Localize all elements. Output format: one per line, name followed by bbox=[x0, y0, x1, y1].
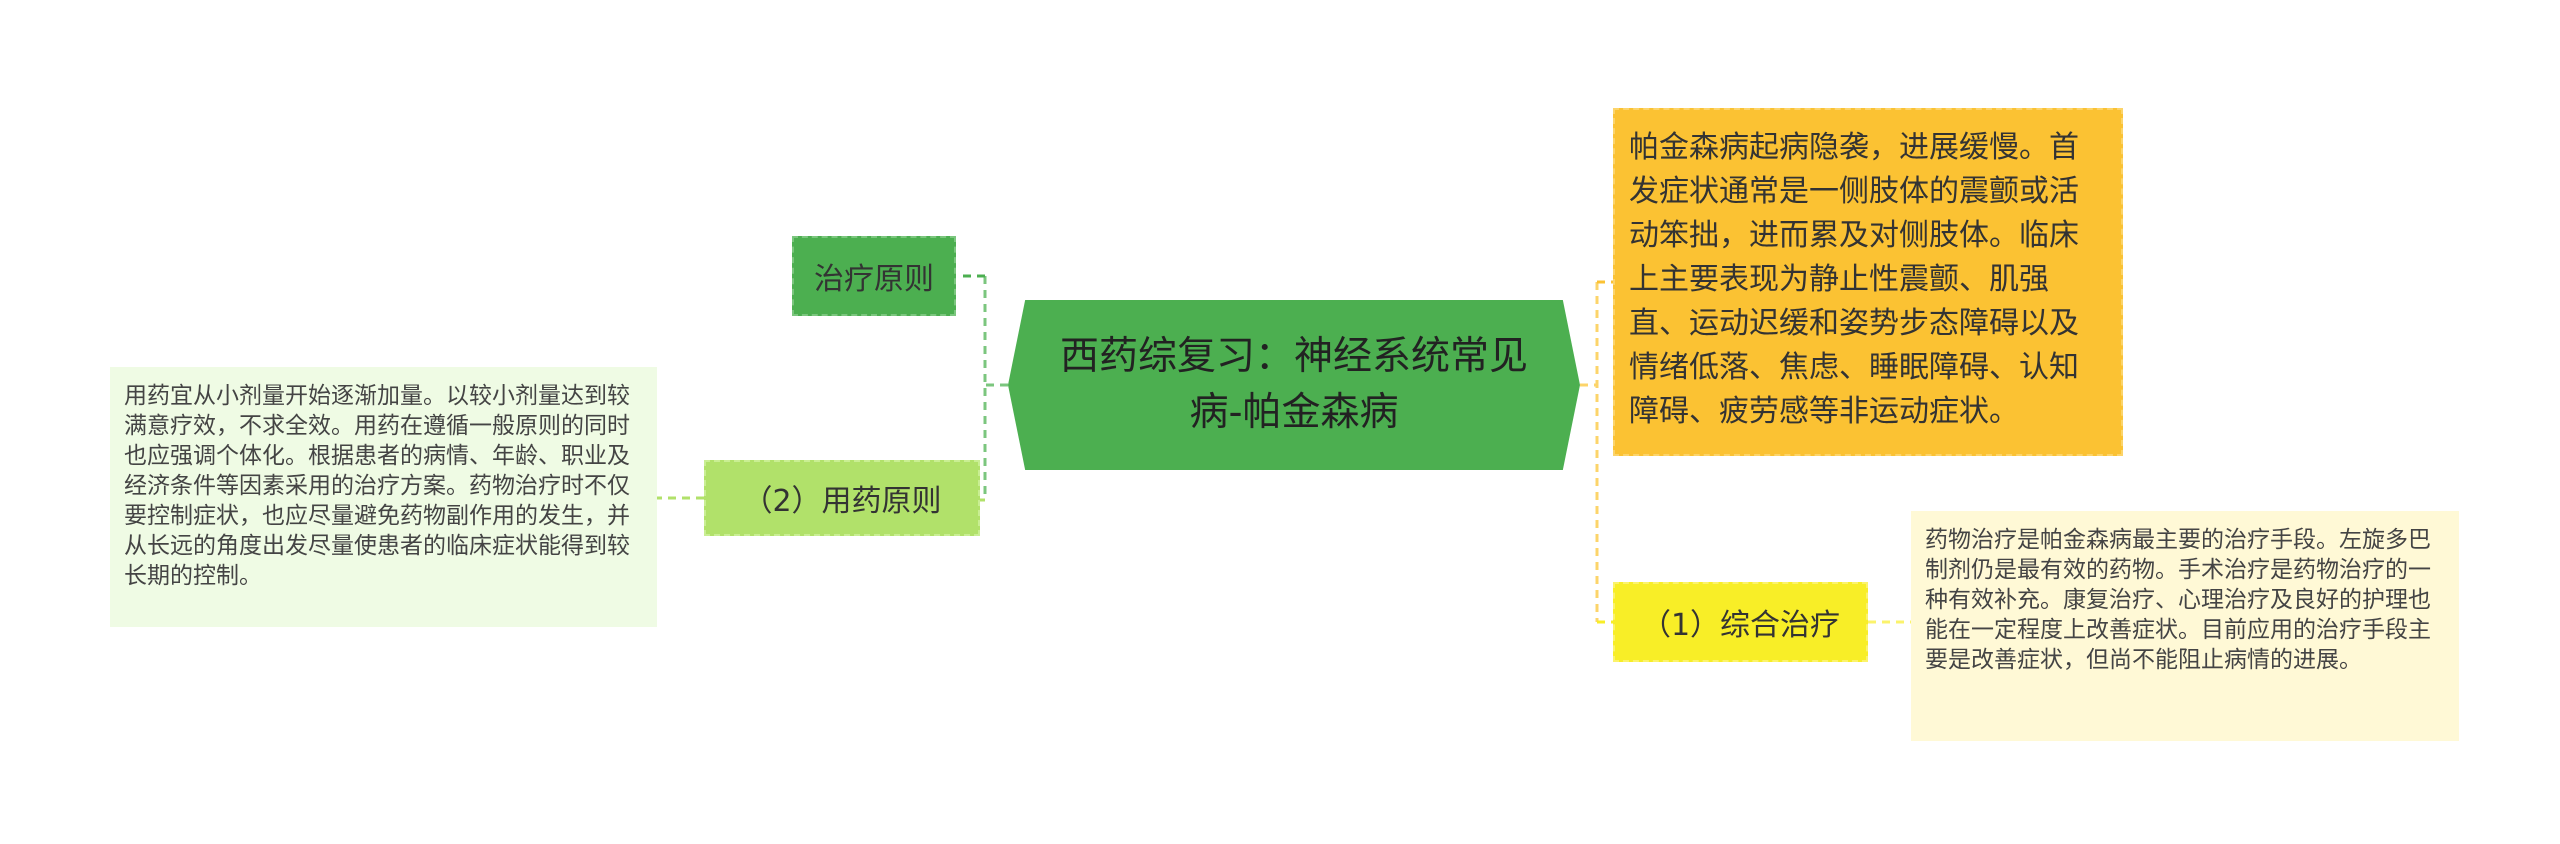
connector-root-right-trunk bbox=[1580, 282, 1599, 622]
medication-principle-detail[interactable]: 用药宜从小剂量开始逐渐加量。以较小剂量达到较满意疗效，不求全效。用药在遵循一般原… bbox=[110, 367, 657, 627]
medication-principle-detail-text: 用药宜从小剂量开始逐渐加量。以较小剂量达到较满意疗效，不求全效。用药在遵循一般原… bbox=[124, 383, 630, 589]
branch-treatment-principle[interactable]: 治疗原则 bbox=[792, 236, 956, 316]
branch-comprehensive-treatment-label: （1）综合治疗 bbox=[1640, 608, 1841, 643]
comprehensive-treatment-detail-text: 药物治疗是帕金森病最主要的治疗手段。左旋多巴制剂仍是最有效的药物。手术治疗是药物… bbox=[1925, 527, 2431, 673]
branch-treatment-principle-label: 治疗原则 bbox=[814, 262, 934, 297]
branch-medication-principle[interactable]: （2）用药原则 bbox=[704, 460, 980, 536]
branch-clinical-features-text: 帕金森病起病隐袭，进展缓慢。首发症状通常是一侧肢体的震颤或活动笨拙，进而累及对侧… bbox=[1629, 130, 2079, 429]
branch-clinical-features[interactable]: 帕金森病起病隐袭，进展缓慢。首发症状通常是一侧肢体的震颤或活动笨拙，进而累及对侧… bbox=[1613, 108, 2123, 456]
comprehensive-treatment-detail[interactable]: 药物治疗是帕金森病最主要的治疗手段。左旋多巴制剂仍是最有效的药物。手术治疗是药物… bbox=[1911, 511, 2459, 741]
connector-root-left-trunk bbox=[983, 276, 1008, 500]
central-topic[interactable]: 西药综复习：神经系统常见病-帕金森病 bbox=[1008, 300, 1580, 470]
central-topic-label: 西药综复习：神经系统常见病-帕金森病 bbox=[1059, 334, 1528, 435]
branch-comprehensive-treatment[interactable]: （1）综合治疗 bbox=[1613, 582, 1868, 662]
branch-medication-principle-label: （2）用药原则 bbox=[742, 484, 942, 519]
